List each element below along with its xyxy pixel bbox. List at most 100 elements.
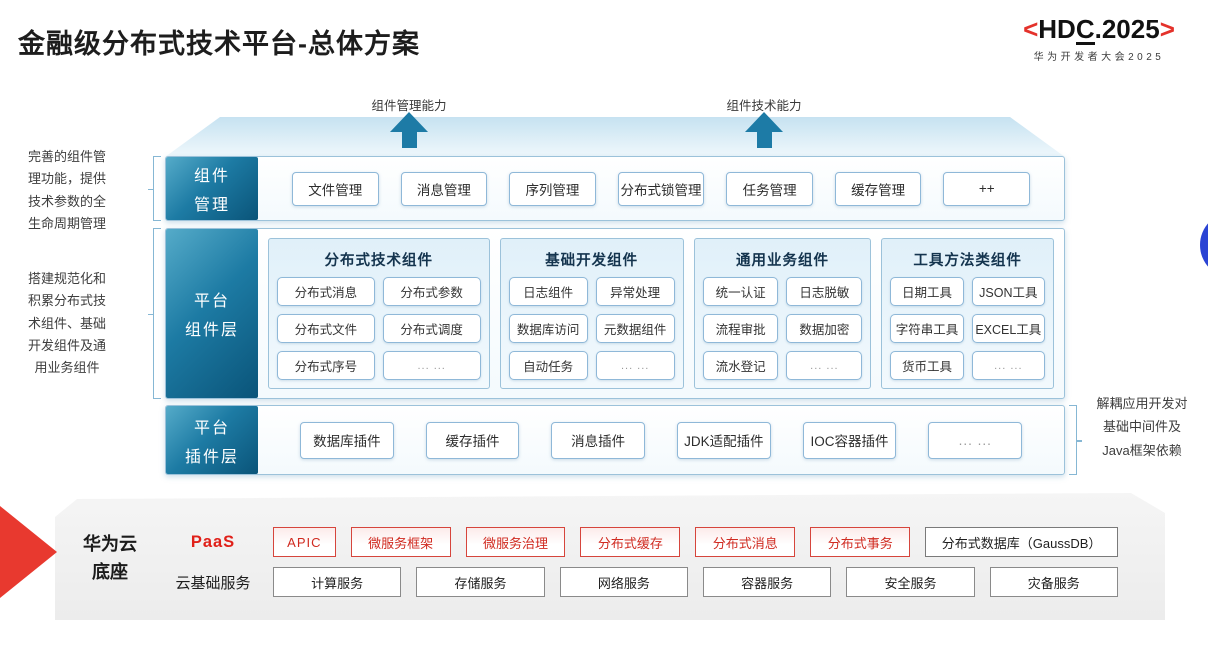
note-line: 解耦应用开发对 (1096, 396, 1188, 411)
note-line: 基础中间件及 (1102, 419, 1181, 435)
component-item: 数据库访问 (508, 314, 588, 343)
row-platform-plugins: 平台 插件层 数据库插件 缓存插件 消息插件 JDK适配插件 IOC容器插件 .… (165, 405, 1065, 475)
group-title: 基础开发组件 (545, 253, 639, 269)
group-title: 工具方法类组件 (913, 253, 1022, 269)
group-title: 通用业务组件 (735, 253, 829, 269)
left-bracket-management (148, 156, 161, 221)
row-platform-components: 平台 组件层 分布式技术组件 分布式消息 分布式参数 分布式文件 分布式调度 分… (165, 228, 1065, 399)
plugin-item: 缓存插件 (425, 421, 520, 459)
component-item: 元数据组件 (595, 314, 675, 343)
paas-item: 微服务治理 (465, 527, 566, 557)
component-item: 流水登记 (702, 351, 779, 380)
label-platform-components: 平台 组件层 (166, 229, 258, 398)
red-arrow-icon (0, 506, 57, 598)
capability-label-technical: 组件技术能力 (726, 99, 802, 113)
cloud-service-item: 安全服务 (846, 567, 975, 597)
management-items: 文件管理 消息管理 序列管理 分布式锁管理 任务管理 缓存管理 ++ (258, 157, 1064, 220)
label-line: 组件 (193, 168, 230, 185)
paas-item: 微服务框架 (350, 527, 451, 557)
label-line: 管理 (193, 197, 230, 214)
component-item: 分布式参数 (382, 277, 481, 306)
management-item: 分布式锁管理 (617, 171, 705, 206)
page-title: 金融级分布式技术平台-总体方案 (18, 29, 420, 59)
management-item: ++ (943, 171, 1031, 206)
cloud-service-item: 网络服务 (559, 567, 688, 597)
component-item-more: ... ... (786, 351, 863, 380)
component-item: 统一认证 (702, 277, 779, 306)
label-component-management: 组件 管理 (166, 157, 258, 220)
component-item: 分布式文件 (277, 314, 375, 343)
paas-item: 分布式事务 (810, 527, 911, 557)
plugin-item: 数据库插件 (300, 421, 394, 459)
hdc-logo-subtitle: 华为开发者大会2025 (1033, 52, 1165, 63)
management-item: 消息管理 (400, 171, 488, 206)
label-line: 插件层 (184, 448, 239, 466)
component-item: 分布式消息 (277, 277, 375, 306)
component-item: JSON工具 (971, 277, 1045, 306)
label-line: 底座 (92, 561, 128, 582)
logo-left-bracket: < (1023, 14, 1039, 44)
hdc-logo-text: <HDC.2025> (996, 14, 1202, 45)
component-item: 自动任务 (508, 351, 588, 380)
note-line: Java框架依赖 (1102, 442, 1182, 458)
left-bracket-components (148, 228, 161, 399)
plugin-item: IOC容器插件 (802, 421, 897, 459)
cloud-service-item: 计算服务 (273, 567, 402, 597)
plugin-item: JDK适配插件 (677, 421, 771, 459)
row-component-management: 组件 管理 文件管理 消息管理 序列管理 分布式锁管理 任务管理 缓存管理 ++ (165, 156, 1065, 221)
component-item-more: ... ... (971, 351, 1045, 380)
group-grid: 日志组件 异常处理 数据库访问 元数据组件 自动任务 ... ... (508, 277, 675, 380)
logo-year: .2025 (1094, 14, 1160, 44)
cloud-services-row: 云基础服务 计算服务 存储服务 网络服务 容器服务 安全服务 灾备服务 (168, 567, 1118, 597)
note-component-management: 完善的组件管理功能，提供技术参数的全生命周期管理 (27, 149, 106, 232)
component-item: 分布式调度 (382, 314, 481, 343)
label-line: 组件层 (184, 322, 239, 339)
component-item: 货币工具 (890, 351, 964, 380)
group-utility-tools: 工具方法类组件 日期工具 JSON工具 字符串工具 EXCEL工具 货币工具 .… (881, 238, 1054, 389)
component-item: 异常处理 (595, 277, 675, 306)
plugin-item-more: ... ... (928, 421, 1023, 459)
logo-right-bracket: > (1159, 14, 1175, 44)
paas-item-gaussdb: 分布式数据库（GaussDB） (925, 527, 1119, 557)
note-component-layer: 搭建规范化和积累分布式技术组件、基础开发组件及通用业务组件 (27, 271, 106, 376)
group-common-business: 通用业务组件 统一认证 日志脱敏 流程审批 数据加密 流水登记 ... ... (693, 238, 872, 389)
up-arrow-icon (390, 112, 428, 148)
plugin-item: 消息插件 (551, 421, 646, 459)
label-line: 平台 (193, 293, 230, 310)
group-grid: 分布式消息 分布式参数 分布式文件 分布式调度 分布式序号 ... ... (277, 277, 481, 380)
right-bracket-plugins (1069, 405, 1082, 475)
cloud-services-label: 云基础服务 (175, 574, 251, 592)
logo-hd: HD (1038, 14, 1076, 44)
component-item: 流程审批 (702, 314, 779, 343)
note-decoupling: 解耦应用开发对 基础中间件及 Java框架依赖 (1084, 392, 1200, 462)
component-item: 数据加密 (786, 314, 863, 343)
group-distributed-tech: 分布式技术组件 分布式消息 分布式参数 分布式文件 分布式调度 分布式序号 ..… (268, 238, 490, 389)
component-item: 日志组件 (508, 277, 588, 306)
management-item: 文件管理 (292, 171, 379, 206)
up-arrow-icon (745, 112, 783, 148)
label-line: 平台 (193, 419, 230, 437)
paas-item: APIC (273, 527, 336, 557)
management-item: 任务管理 (726, 171, 813, 206)
group-grid: 日期工具 JSON工具 字符串工具 EXCEL工具 货币工具 ... ... (890, 277, 1045, 380)
group-basic-dev: 基础开发组件 日志组件 异常处理 数据库访问 元数据组件 自动任务 ... ..… (499, 238, 684, 389)
component-item-more: ... ... (382, 351, 481, 380)
label-platform-plugins: 平台 插件层 (166, 406, 258, 474)
group-grid: 统一认证 日志脱敏 流程审批 数据加密 流水登记 ... ... (702, 277, 863, 380)
component-item: 分布式序号 (277, 351, 375, 380)
paas-row: PaaS APIC 微服务框架 微服务治理 分布式缓存 分布式消息 分布式事务 … (168, 527, 1119, 557)
paas-item: 分布式消息 (695, 527, 796, 557)
component-item: 日期工具 (890, 277, 964, 306)
plugin-items: 数据库插件 缓存插件 消息插件 JDK适配插件 IOC容器插件 ... ... (258, 406, 1064, 474)
blue-circle-decoration (1200, 212, 1208, 278)
cloud-service-item: 灾备服务 (989, 567, 1118, 597)
label-line: 华为云 (83, 534, 137, 554)
management-item: 缓存管理 (834, 171, 922, 206)
component-groups: 分布式技术组件 分布式消息 分布式参数 分布式文件 分布式调度 分布式序号 ..… (258, 229, 1064, 398)
huawei-cloud-base-label: 华为云 底座 (72, 531, 148, 587)
hdc-logo: <HDC.2025> 华为开发者大会2025 (996, 14, 1202, 63)
component-item: 字符串工具 (890, 314, 964, 343)
cloud-service-item: 存储服务 (416, 567, 545, 597)
cloud-service-item: 容器服务 (702, 567, 832, 597)
component-item: EXCEL工具 (971, 314, 1045, 343)
